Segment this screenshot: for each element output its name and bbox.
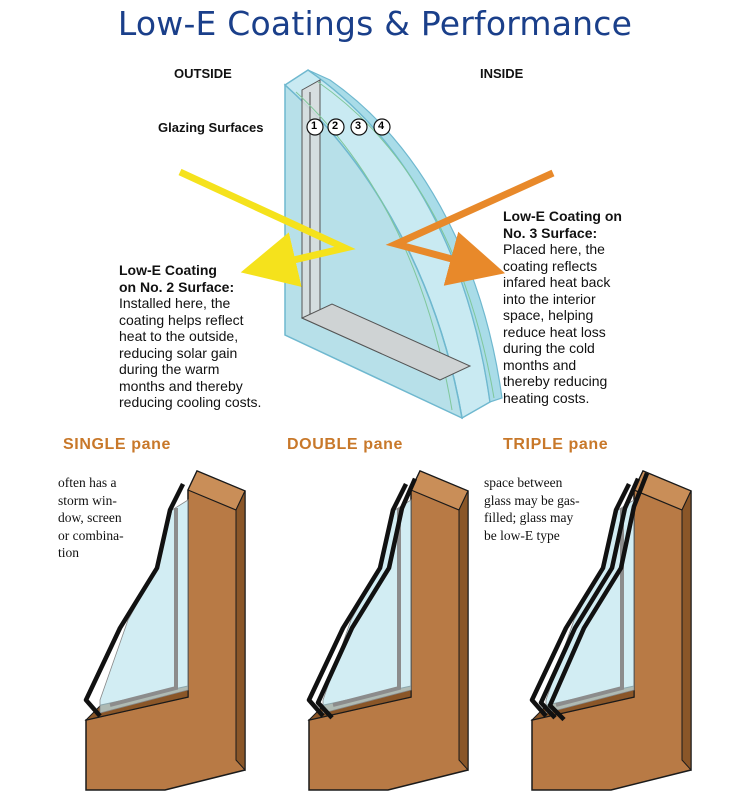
double-glazing-section — [283, 69, 503, 420]
single-pane-note-line: dow, screen — [58, 510, 122, 525]
coating-no2-body-line: heat to the outside, — [119, 328, 239, 344]
triple-pane-note: space between glass may be gas- filled; … — [484, 474, 624, 544]
frame-side-face — [681, 490, 692, 772]
coating-no3-body-line: months and — [503, 356, 577, 373]
coating-no3-body-line: Placed here, the — [503, 241, 605, 257]
surface-number-4: 4 — [378, 120, 385, 132]
sill-bar — [300, 303, 472, 381]
coating-no3-body-line: heating costs. — [503, 389, 590, 406]
frame-side-face — [235, 490, 246, 772]
coating-no3-body-line: infared heat back — [503, 274, 611, 290]
single-pane-frame — [83, 470, 246, 791]
infrared-ray-reflection — [385, 169, 555, 286]
coating-no2-heading-line: on No. 2 Surface: — [119, 278, 235, 295]
double-pane-frame — [306, 470, 469, 791]
coating-no2-body-line: during the warm — [119, 361, 220, 377]
coating-no2-heading-line: Low-E Coating — [119, 262, 217, 278]
triple-pane-note-line: filled; glass may — [484, 510, 574, 525]
triple-pane-note-line: glass may be gas- — [484, 492, 580, 508]
inner-glass-pane — [307, 69, 503, 403]
single-pane-note-line: storm win- — [58, 492, 117, 508]
triple-pane-frame — [529, 470, 692, 791]
coating-no3-heading-line: Low-E Coating on — [503, 208, 622, 224]
coating-no2-body-line: Installed here, the — [119, 295, 231, 311]
single-pane-note-line: or combina- — [58, 527, 124, 543]
single-pane-note: often has a storm win- dow, screen or co… — [58, 474, 168, 562]
coating-no2-body-line: months and thereby — [119, 377, 243, 394]
surface-number-2: 2 — [332, 120, 339, 132]
coating-no3-heading-line: No. 3 Surface: — [503, 224, 598, 241]
coating-no3-body-line: during the cold — [503, 340, 595, 356]
glass-stop — [332, 508, 401, 707]
frame-side-face — [458, 490, 469, 772]
triple-pane-note-line: space between — [484, 475, 563, 490]
triple-pane-note-line: be low-E type — [484, 527, 560, 543]
glass-stop — [109, 508, 178, 707]
glass-pane-edge — [538, 477, 641, 720]
single-pane-heading: SINGLE pane — [63, 436, 171, 453]
glass-pane-edge — [547, 472, 650, 722]
single-pane-note-line: tion — [58, 545, 80, 560]
outside-label: OUTSIDE — [174, 66, 232, 81]
inside-label: INSIDE — [480, 66, 524, 81]
coating-no2-note: Low-E Coating on No. 2 Surface: Installe… — [119, 262, 294, 411]
glass-pane-edge — [315, 477, 418, 720]
surface-number-3: 3 — [355, 120, 362, 132]
solar-ray-reflection — [178, 168, 356, 287]
coating-no3-body-line: space, helping — [503, 307, 594, 323]
coating-no2-body-line: reducing solar gain — [119, 344, 238, 361]
coating-no3-note: Low-E Coating on No. 3 Surface: Placed h… — [503, 208, 663, 406]
coating-no3-body-line: reduce heat loss — [503, 323, 606, 340]
page-title: Low-E Coatings & Performance — [117, 4, 633, 43]
glass-pane-edge — [306, 482, 409, 718]
surface-number-circles — [306, 118, 391, 136]
glazing-surfaces-label: Glazing Surfaces — [158, 120, 264, 135]
pane-frame-illustrations — [83, 470, 692, 791]
double-pane-heading: DOUBLE pane — [287, 436, 403, 453]
glass-pane-edge — [529, 482, 632, 718]
single-pane-note-line: often has a — [58, 475, 117, 490]
coating-no3-body-line: into the interior — [503, 290, 596, 307]
surface-number-1: 1 — [311, 120, 318, 132]
coating-no3-body-line: coating reflects — [503, 257, 598, 274]
glass-pane-edge — [83, 482, 186, 718]
coating-no3-body-line: thereby reducing — [503, 373, 608, 389]
coating-line-3 — [317, 81, 495, 399]
coating-no2-body-line: reducing cooling costs. — [119, 394, 262, 410]
triple-pane-heading: TRIPLE pane — [503, 436, 609, 453]
glass-front-face — [284, 83, 463, 420]
coating-no2-body-line: coating helps reflect — [119, 311, 244, 328]
